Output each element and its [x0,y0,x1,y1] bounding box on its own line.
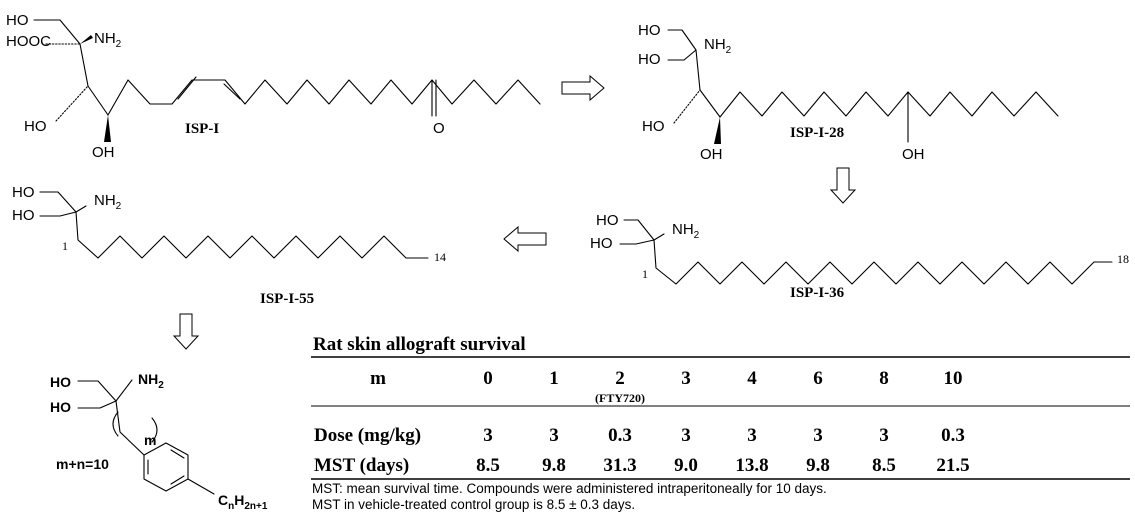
atom-ho: HO [590,235,613,252]
table-row-label: m [370,368,386,389]
compound-label-isp-i: ISP-I [185,121,219,137]
table-cell: 3 [681,425,691,446]
table-cell: 3 [813,425,823,446]
atom-o: O [433,120,445,137]
table-cell: 9.0 [674,455,698,476]
general-constraint: m+n=10 [56,456,109,472]
atom-nh2: NH2 [94,192,122,212]
atom-ho: HO [12,207,35,224]
table-cell: 0.3 [941,425,965,446]
table-cell: 3 [483,425,493,446]
footnote-line-1: MST: mean survival time. Compounds were … [312,481,827,496]
atom-nh2: NH2 [672,221,700,241]
atom-ho: HO [24,118,47,135]
structure-isp-i-28: HO HO NH2 HO OH OH ISP-I-28 [638,22,1059,163]
table-cell: 3 [681,368,691,389]
table-title: Rat skin allograft survival [313,334,526,355]
table-row-label: Dose (mg/kg) [314,425,421,446]
table-cell: 0.3 [608,425,632,446]
compound-label-isp-i-28: ISP-I-28 [790,125,844,141]
table-cell: 1 [549,368,559,389]
atom-oh: OH [92,144,115,161]
compound-label-isp-i-55: ISP-I-55 [260,291,314,307]
arrow-right-icon [561,74,605,102]
atom-ho: HO [638,51,661,68]
footnote-line-2: MST in vehicle-treated control group is … [312,497,635,512]
atom-ho: HO [6,12,29,29]
table-cell: 9.8 [806,455,830,476]
structure-isp-i: HO HOOC NH2 HO OH O ISP-I [6,12,541,161]
table-cell: 31.3 [603,455,636,476]
alkyl-substituent: CnH2n+1 [218,492,268,512]
chain-number-last: 18 [1117,252,1129,266]
atom-ho: HO [642,118,665,135]
chain-number-first: 1 [62,239,68,253]
table-cell: 0 [483,368,493,389]
table-cell: 3 [879,425,889,446]
table-cell: 2 [615,368,625,389]
atom-ho: HO [50,399,71,415]
atom-ho: HO [638,22,661,39]
table-cell: 4 [747,368,757,389]
table-cell: 3 [747,425,757,446]
table-cell: 3 [549,425,559,446]
atom-ho: HO [596,212,619,229]
repeat-index-m: m [144,432,156,448]
table-cell: 13.8 [735,455,768,476]
atom-ho: HO [50,374,71,390]
chain-number-first: 1 [642,267,648,281]
arrow-down-icon [829,167,857,204]
table-cell: 21.5 [936,455,969,476]
table-cell: 10 [944,368,963,389]
table-cell: 8.5 [872,455,896,476]
atom-nh2: NH2 [138,371,164,391]
table-row-label: MST (days) [314,455,409,476]
table-cell: 8 [879,368,889,389]
atom-oh: OH [902,146,925,163]
table-cell: 6 [813,368,823,389]
structure-isp-i-36: HO HO NH2 1 18 ISP-I-36 [590,212,1129,301]
table-cell: 8.5 [476,455,500,476]
atom-oh: OH [700,146,723,163]
atom-nh2: NH2 [704,36,732,56]
chain-number-last: 14 [434,250,446,264]
structure-isp-i-55: HO HO NH2 1 14 ISP-I-55 [12,184,446,307]
atom-hooc: HOOC [6,33,51,50]
compound-label-isp-i-36: ISP-I-36 [790,285,845,301]
arrow-down-icon [172,313,200,350]
arrow-left-icon [503,225,547,253]
survival-table: Rat skin allograft survival m 0 1 2 3 4 … [311,334,1130,512]
table-cell: 9.8 [542,455,566,476]
atom-ho: HO [12,184,35,201]
atom-nh2: NH2 [94,30,122,50]
structure-general: HO HO NH2 m m+n=10 CnH2n+1 [50,371,268,512]
fty720-note: (FTY720) [595,391,645,405]
